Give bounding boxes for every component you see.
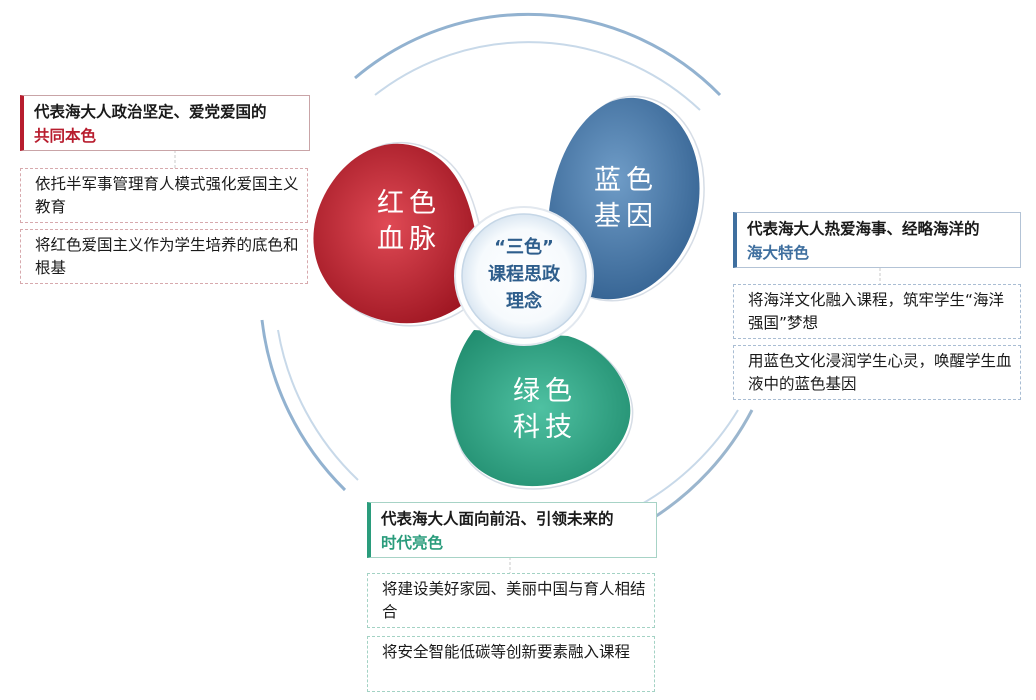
- red-heading-line2: 共同本色: [34, 127, 97, 145]
- blue-petal-label: 蓝色 基因: [571, 163, 681, 235]
- red-petal: [313, 143, 478, 324]
- blue-petal-label-line2: 基因: [594, 201, 658, 232]
- blue-panel-item-2: 用蓝色文化浸润学生心灵，唤醒学生血液中的蓝色基因: [733, 345, 1021, 400]
- outer-arc-right-inner: [639, 409, 739, 506]
- red-petal-label: 红色 血脉: [354, 186, 464, 258]
- blue-petal-label-line1: 蓝色: [594, 165, 658, 196]
- green-petal-label-line1: 绿色: [513, 376, 577, 407]
- outer-arc-left-inner: [277, 329, 359, 481]
- green-petal-label: 绿色 科技: [490, 374, 600, 446]
- blue-panel-heading: 代表海大人热爱海事、经略海洋的 海大特色: [733, 212, 1021, 268]
- red-panel-item-1: 依托半军事管理育人模式强化爱国主义教育: [20, 168, 308, 223]
- blue-panel-item-1: 将海洋文化融入课程，筑牢学生“海洋强国”梦想: [733, 284, 1021, 339]
- green-panel-item-1: 将建设美好家园、美丽中国与育人相结合: [367, 573, 655, 628]
- red-petal-label-line1: 红色: [377, 188, 441, 219]
- green-petal: [450, 330, 631, 487]
- outer-arc-right: [649, 409, 754, 522]
- outer-arc-top-inner: [374, 41, 701, 111]
- red-panel-item-2: 将红色爱国主义作为学生培养的底色和根基: [20, 229, 308, 284]
- center-label-line2: 课程思政: [488, 264, 560, 285]
- center-label-line3: 理念: [506, 291, 542, 312]
- outer-arc-left: [260, 319, 347, 492]
- red-heading-line1: 代表海大人政治坚定、爱党爱国的: [34, 103, 267, 121]
- blue-heading-line1: 代表海大人热爱海事、经略海洋的: [747, 220, 980, 238]
- green-panel-item-2: 将安全智能低碳等创新要素融入课程: [367, 636, 655, 692]
- blue-heading-line2: 海大特色: [747, 244, 810, 262]
- center-label: “三色” 课程思政 理念: [459, 234, 589, 315]
- green-heading-line1: 代表海大人面向前沿、引领未来的: [381, 510, 614, 528]
- center-label-line1: “三色”: [494, 237, 554, 258]
- center-circle: [461, 213, 587, 339]
- green-heading-line2: 时代亮色: [381, 534, 444, 552]
- outer-arc-top: [354, 12, 722, 97]
- red-panel-heading: 代表海大人政治坚定、爱党爱国的 共同本色: [20, 95, 310, 151]
- red-petal-label-line2: 血脉: [377, 224, 441, 255]
- green-panel-heading: 代表海大人面向前沿、引领未来的 时代亮色: [367, 502, 657, 558]
- green-petal-label-line2: 科技: [513, 412, 577, 443]
